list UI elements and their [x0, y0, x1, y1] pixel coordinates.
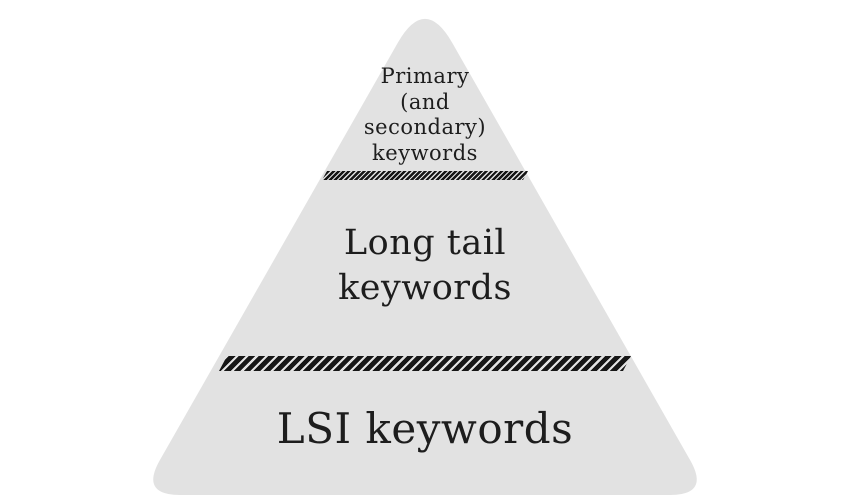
- tier-long-tail-line-1: Long tail: [343, 223, 507, 263]
- rope-divider-top: [322, 171, 528, 180]
- tier-primary-line-4: keywords: [372, 140, 478, 165]
- tier-primary-line-3: secondary): [363, 115, 487, 139]
- tier-primary-line-2: (and: [400, 89, 450, 114]
- rope-divider-bottom: [219, 356, 631, 371]
- tier-lsi-line-1: LSI keywords: [276, 404, 574, 453]
- tier-primary-keywords: Primary (and secondary) keywords: [0, 64, 850, 166]
- tier-primary-line-1: Primary: [380, 64, 470, 88]
- tier-long-tail-line-2: keywords: [338, 268, 512, 308]
- tier-long-tail-keywords: Long tail keywords: [0, 221, 850, 311]
- tier-lsi-keywords: LSI keywords: [0, 404, 850, 454]
- pyramid-triangle-shape: [153, 18, 697, 496]
